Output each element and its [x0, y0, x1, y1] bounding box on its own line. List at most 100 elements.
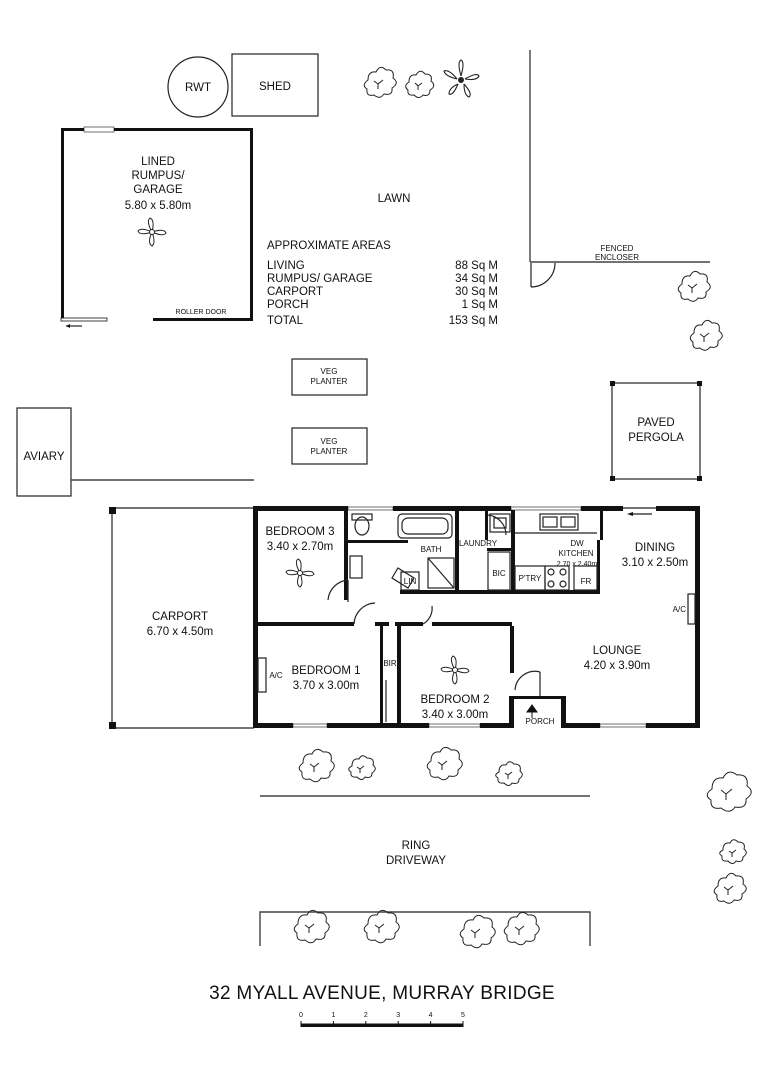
- rainwater-tank: RWT: [167, 56, 229, 118]
- carport: CARPORT 6.70 x 4.50m: [109, 507, 254, 729]
- dining-name: DINING: [635, 542, 675, 554]
- ac-label: A/C: [269, 671, 283, 680]
- tree-icon: [405, 70, 435, 98]
- bedroom2-name: BEDROOM 2: [420, 694, 489, 706]
- scale-tick-label: 5: [461, 1012, 465, 1019]
- laundry-label: LAUNDRY: [459, 539, 498, 548]
- lawn-label: LAWN: [378, 193, 411, 205]
- veg-planter-label: PLANTER: [311, 377, 348, 386]
- bedroom-1: A/C BEDROOM 1 3.70 x 3.00m BIR: [257, 657, 397, 722]
- bedroom3-name: BEDROOM 3: [265, 526, 334, 538]
- linen-cupboard: LIN: [400, 571, 420, 591]
- scale-tick-label: 4: [429, 1012, 433, 1019]
- kitchen-dims: 2.70 x 2.40m: [557, 561, 598, 568]
- bedroom-3: BEDROOM 3 3.40 x 2.70m: [265, 526, 335, 588]
- porch: PORCH: [526, 704, 555, 726]
- porch-label: PORCH: [526, 717, 555, 726]
- veg-planter-label: VEG: [321, 437, 338, 446]
- driveway-label-2: DRIVEWAY: [386, 855, 446, 867]
- garage-name-2: RUMPUS/: [131, 170, 185, 182]
- fenced-label-1: FENCED: [601, 244, 634, 253]
- ceiling-fan-icon: [285, 558, 315, 588]
- fenced-enclosure: FENCED ENCLOSER: [529, 50, 710, 288]
- bedroom-2: BEDROOM 2 3.40 x 3.00m: [420, 655, 490, 721]
- garage: LINED RUMPUS/ GARAGE 5.80 x 5.80m ROLLER…: [60, 126, 253, 328]
- garage-name-1: LINED: [141, 156, 175, 168]
- scale-tick-label: 0: [299, 1012, 303, 1019]
- areas-value-total: 153 Sq M: [449, 315, 498, 327]
- dining-ac-label: A/C: [673, 605, 687, 614]
- address-title: 32 MYALL AVENUE, MURRAY BRIDGE: [209, 983, 555, 1004]
- shed-label: SHED: [259, 81, 291, 93]
- kitchen: DW KITCHEN 2.70 x 2.40m P'TRY FR: [514, 513, 598, 591]
- carport-dims: 6.70 x 4.50m: [147, 626, 213, 638]
- bath-label: BATH: [421, 545, 442, 554]
- fr-label: FR: [581, 577, 592, 586]
- pergola-label-1: PAVED: [637, 417, 674, 429]
- rwt-label: RWT: [185, 82, 211, 94]
- tree-icon: [348, 755, 376, 780]
- scale-tick-label: 2: [364, 1012, 368, 1019]
- tree-icon: [426, 746, 463, 781]
- bir-label: BIR: [383, 659, 397, 668]
- areas-label-total: TOTAL: [267, 315, 304, 327]
- tree-icon: [363, 66, 397, 98]
- areas-value-rumpus: 34 Sq M: [455, 273, 498, 285]
- tree-icon: [363, 909, 400, 944]
- tree-icon: [706, 771, 752, 812]
- paved-pergola: PAVED PERGOLA: [610, 381, 702, 481]
- veg-planter-2: VEG PLANTER: [291, 427, 368, 465]
- bedroom1-dims: 3.70 x 3.00m: [293, 680, 359, 692]
- areas-label-porch: PORCH: [267, 299, 309, 311]
- areas-label-carport: CARPORT: [267, 286, 323, 298]
- garage-dims: 5.80 x 5.80m: [125, 200, 191, 212]
- palm-icon: [443, 59, 480, 98]
- tree-icon: [713, 872, 747, 904]
- house-walls: [253, 506, 700, 728]
- kitchen-name: KITCHEN: [558, 549, 593, 558]
- garage-name-3: GARAGE: [133, 184, 183, 196]
- areas-value-carport: 30 Sq M: [455, 286, 498, 298]
- dining: DINING 3.10 x 2.50m A/C: [622, 542, 696, 625]
- approximate-areas-table: APPROXIMATE AREAS LIVING 88 Sq M RUMPUS/…: [267, 240, 498, 327]
- driveway-label-1: RING: [402, 840, 431, 852]
- aviary-label: AVIARY: [23, 451, 64, 463]
- aviary: AVIARY: [16, 407, 254, 497]
- veg-planter-label: PLANTER: [311, 447, 348, 456]
- bic-label: BIC: [492, 569, 506, 578]
- areas-label-rumpus: RUMPUS/ GARAGE: [267, 273, 373, 285]
- lin-label: LIN: [404, 577, 417, 586]
- veg-planter-label: VEG: [321, 367, 338, 376]
- ceiling-fan-icon: [440, 655, 470, 685]
- scale-bar: 0 1 2 3 4 5: [299, 1012, 465, 1027]
- fenced-label-2: ENCLOSER: [595, 253, 639, 262]
- bedroom1-name: BEDROOM 1: [291, 665, 360, 677]
- scale-tick-label: 3: [396, 1012, 400, 1019]
- areas-heading: APPROXIMATE AREAS: [267, 240, 391, 252]
- pergola-label-2: PERGOLA: [628, 432, 684, 444]
- tree-icon: [298, 748, 335, 783]
- scale-tick-label: 1: [331, 1012, 335, 1019]
- ring-driveway: RING DRIVEWAY: [259, 795, 591, 946]
- dining-dims: 3.10 x 2.50m: [622, 557, 688, 569]
- tree-icon: [495, 761, 523, 786]
- tree-icon: [689, 319, 723, 351]
- doors: [327, 514, 541, 696]
- veg-planter-1: VEG PLANTER: [291, 358, 368, 396]
- areas-label-living: LIVING: [267, 260, 305, 272]
- bath-fixtures: BATH: [349, 513, 455, 589]
- roller-door-label: ROLLER DOOR: [176, 309, 227, 316]
- lounge: LOUNGE 4.20 x 3.90m: [584, 645, 650, 672]
- shed: SHED: [231, 53, 319, 117]
- carport-name: CARPORT: [152, 611, 208, 623]
- tree-icon: [503, 911, 540, 946]
- tree-icon: [459, 914, 496, 949]
- tree-icon: [719, 839, 747, 864]
- laundry: LAUNDRY BIC: [459, 513, 511, 591]
- ptry-label: P'TRY: [519, 574, 542, 583]
- areas-value-living: 88 Sq M: [455, 260, 498, 272]
- bedroom2-dims: 3.40 x 3.00m: [422, 709, 488, 721]
- lounge-name: LOUNGE: [593, 645, 642, 657]
- tree-icon: [293, 909, 330, 944]
